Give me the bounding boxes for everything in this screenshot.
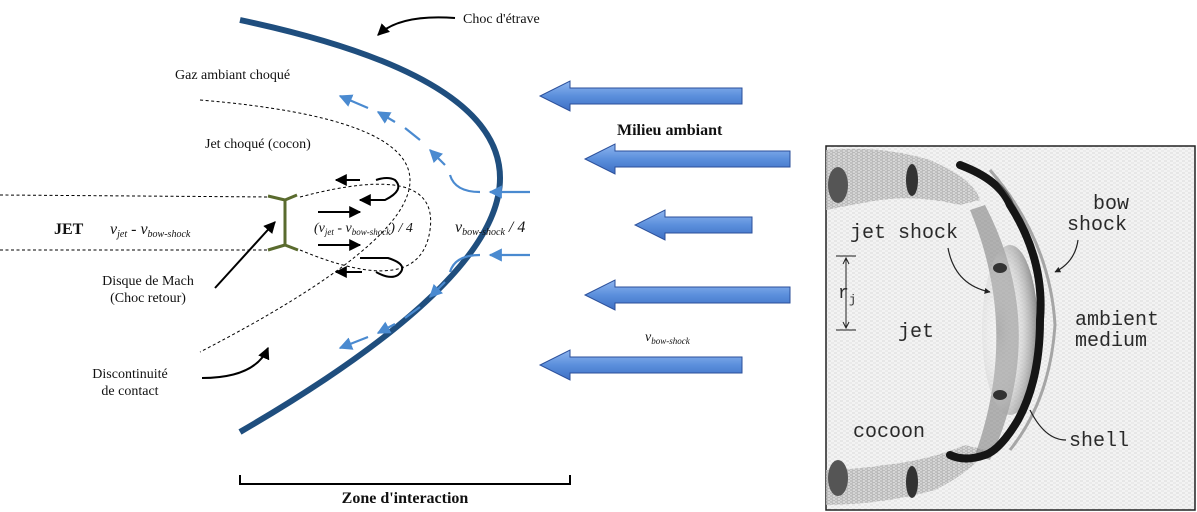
- upper-flow-arrows: [338, 94, 530, 199]
- simulation-panel: jet shock bow shock rj jet ambient mediu…: [825, 145, 1196, 511]
- cocoon-lower-lobe: [826, 445, 985, 505]
- bow-shock-label: Choc d'étrave: [463, 12, 540, 27]
- bow-shock-callout: [377, 16, 456, 36]
- cocoon-upper-lobe: [826, 148, 980, 210]
- ambient-label-line1: ambient: [1075, 309, 1159, 332]
- schematic: Choc d'étrave Gaz ambiant choqué Jet cho…: [0, 12, 791, 507]
- cocoon-blob-lower-mid: [906, 466, 918, 498]
- bow-shock-label-line1: bow: [1093, 193, 1129, 216]
- mach-disk: [267, 193, 299, 252]
- knot-upper: [993, 263, 1007, 273]
- knot-lower: [993, 390, 1007, 400]
- jet-shock-pointer: [947, 247, 991, 294]
- ambient-arrow-5: [538, 349, 743, 381]
- ambient-arrow-2: [583, 143, 791, 175]
- bow-shock-curve: [238, 17, 503, 435]
- shell-label: shell: [1069, 430, 1129, 453]
- ambient-inflow-arrows: [538, 80, 791, 381]
- shell-curve: [946, 161, 1045, 463]
- jet-shock-region: [982, 245, 1038, 415]
- bow-shock-pointer: [1054, 239, 1079, 273]
- ambient-medium-label: Milieu ambiant: [617, 122, 723, 139]
- contact-discontinuity: [199, 99, 411, 353]
- cocoon-blob-upper-mid: [906, 164, 918, 196]
- contact-callout: [201, 346, 270, 379]
- ambient-label-line2: medium: [1075, 330, 1147, 353]
- cocoon-blob-lower-left: [828, 460, 848, 496]
- ambient-speed-label: vbow-shock: [645, 330, 691, 346]
- jet-radius-dimension: [836, 255, 856, 331]
- jet-label-sim: jet: [898, 321, 934, 344]
- interaction-zone-bracket: [239, 475, 571, 485]
- jet-shock-label: jet shock: [850, 222, 958, 245]
- bow-shock-label-line2: shock: [1067, 214, 1127, 237]
- interaction-zone-label: Zone d'interaction: [342, 490, 469, 507]
- inner-cocoon-dashed: [299, 183, 432, 272]
- lower-flow-arrows: [338, 248, 530, 350]
- jet-radius-label: rj: [838, 284, 856, 307]
- cocoon-boundary: [0, 194, 273, 198]
- contact-label-line1: Discontinuité: [92, 367, 167, 382]
- shell-pointer: [1029, 409, 1067, 441]
- inner-flow-arrows: [318, 174, 404, 278]
- cocoon-label: cocoon: [853, 421, 925, 444]
- ambient-arrow-1: [538, 80, 743, 112]
- jet-speed-label: vjet - vbow-shock: [110, 221, 191, 240]
- jet-label: JET: [54, 221, 84, 238]
- contact-label-line2: de contact: [101, 384, 158, 399]
- inner-speed-label: (vjet - vbow-shock) / 4: [314, 221, 413, 237]
- callout-arrows: [201, 16, 456, 379]
- mach-disk-label-line2: (Choc retour): [110, 291, 186, 306]
- shocked-ambient-label: Gaz ambiant choqué: [175, 68, 290, 83]
- ambient-arrow-4: [583, 279, 791, 311]
- shocked-jet-label: Jet choqué (cocon): [205, 137, 311, 152]
- bow-speed-label: vbow-shock / 4: [455, 219, 525, 238]
- ambient-arrow-3: [633, 209, 753, 241]
- cocoon-blob-upper-left: [828, 167, 848, 203]
- bow-shock-outline: [988, 169, 1057, 451]
- mach-disk-callout: [214, 221, 276, 289]
- mach-disk-label-line1: Disque de Mach: [102, 274, 194, 289]
